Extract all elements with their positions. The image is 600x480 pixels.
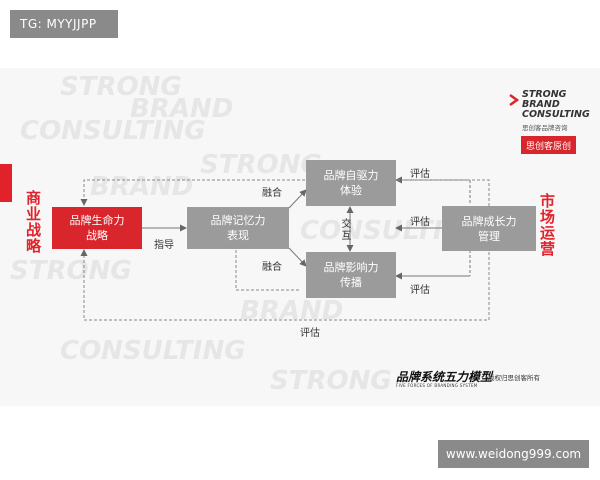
brand-growth-box: 品牌成长力管理 <box>442 206 536 251</box>
copyright-note: 版权归思创客所有 <box>488 374 540 382</box>
brand-memory-box: 品牌记忆力表现 <box>187 207 289 249</box>
watermark-text: BRAND <box>130 94 234 124</box>
watermark-text: STRONG <box>60 72 182 102</box>
fuse-bottom-arrow <box>288 247 307 267</box>
business-strategy-label: 商业战略 <box>24 190 42 254</box>
watermark-text: STRONG <box>270 366 392 396</box>
watermark-text: CONSULTING <box>60 336 246 366</box>
logo-wordmark: STRONG BRAND CONSULTING <box>522 89 590 120</box>
market-operation-label: 市场运营 <box>538 193 556 257</box>
memory-feedback-line <box>235 250 300 291</box>
chevron-logo-icon <box>509 94 520 106</box>
website-tag: www.weidong999.com <box>438 440 589 468</box>
bottom-dashed-loop <box>80 249 490 321</box>
top-dashed-loop <box>80 179 490 206</box>
watermark-text: STRONG <box>10 256 132 286</box>
model-subtitle: FIVE FORCES OF BRANDING SYSTEM <box>396 383 478 388</box>
fuse-bottom-label: 融合 <box>262 262 282 273</box>
guide-label: 指导 <box>154 240 174 251</box>
brand-drive-box: 品牌自驱力体验 <box>306 160 396 206</box>
brand-life-strategy-box: 品牌生命力战略 <box>52 207 142 249</box>
logo-chinese-name: 思创客品牌咨询 <box>522 124 568 132</box>
eval-bottom-label: 评估 <box>300 328 320 339</box>
eval-mid-label: 评估 <box>410 217 430 228</box>
brand-influence-box: 品牌影响力传播 <box>306 252 396 298</box>
watermark-text: BRAND <box>90 172 194 202</box>
original-content-badge: 思创客原创 <box>521 136 576 154</box>
fuse-top-label: 融合 <box>262 188 282 199</box>
red-accent-bar <box>0 164 12 202</box>
interact-label: 交互 <box>339 218 350 242</box>
channel-tag: TG: MYYJJPP <box>10 10 118 38</box>
eval-low-label: 评估 <box>410 285 430 296</box>
eval-top-label: 评估 <box>410 169 430 180</box>
fuse-top-arrow <box>288 189 307 209</box>
watermark-text: CONSULTING <box>20 116 206 146</box>
model-title: 品牌系统五力模型 <box>396 370 493 384</box>
watermark-text: STRONG <box>200 150 322 180</box>
